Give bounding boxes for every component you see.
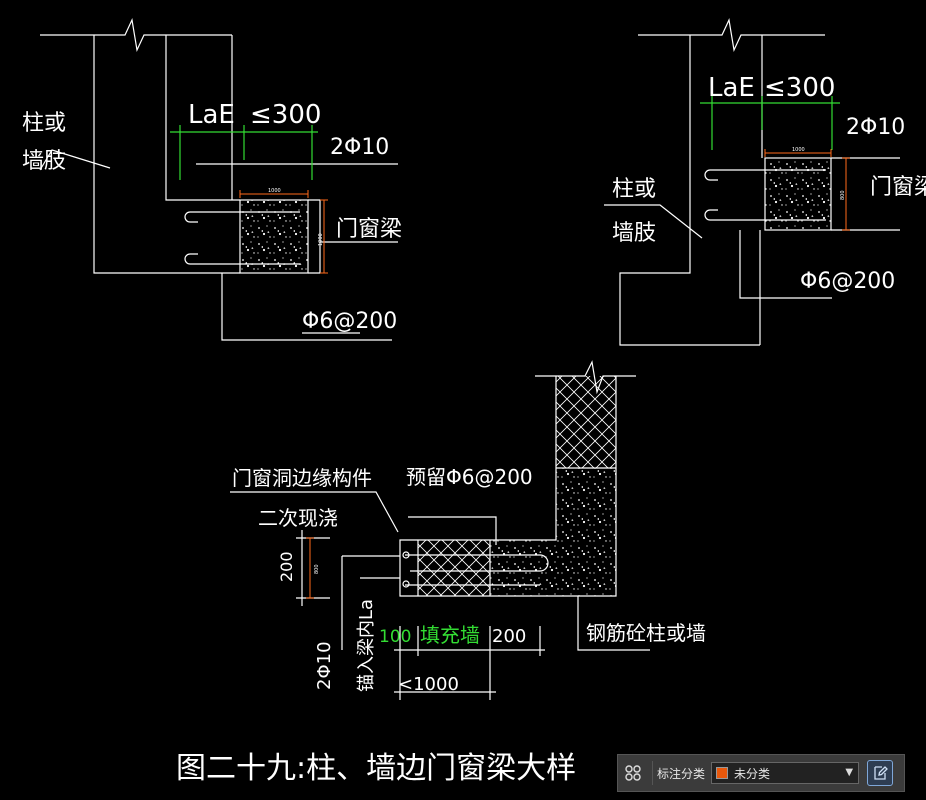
wall-outline — [93, 35, 240, 274]
rebar-bars — [710, 169, 826, 221]
infill-hatch-lower — [418, 540, 490, 596]
rebar-bars — [190, 211, 300, 265]
annotation-category-label: 标注分类 — [657, 766, 706, 781]
right-stirrup-label: Φ6@200 — [800, 269, 895, 294]
wall-inner-edge — [165, 35, 240, 201]
left-dimensions — [170, 125, 318, 180]
grid-icon[interactable] — [618, 755, 648, 791]
left-dim-lae: LaE — [188, 100, 235, 130]
chevron-down-icon: ▼ — [845, 767, 854, 778]
left-wall-label-1: 柱或 — [22, 111, 66, 136]
bottom-section-dims — [306, 537, 314, 599]
left-section-dims — [239, 190, 328, 274]
break-line — [638, 17, 825, 53]
right-wall-label-1: 柱或 — [612, 177, 656, 202]
leader-line — [39, 149, 111, 171]
rebar-vertical-label: 2Φ10 — [314, 641, 335, 690]
dim-100-label: 100 — [379, 627, 411, 647]
left-stirrup-label: Φ6@200 — [302, 309, 397, 334]
left-rebar-label: 2Φ10 — [330, 135, 389, 160]
leader-reserved — [408, 516, 497, 545]
detail-right — [604, 17, 900, 346]
dim-200-label: 200 — [492, 626, 526, 647]
left-wall-label-2: 墙肢 — [22, 149, 66, 174]
dim-800-vertical-label: 800 — [314, 564, 320, 574]
edit-icon[interactable] — [867, 760, 894, 786]
detail-bottom — [230, 360, 650, 700]
break-line — [40, 17, 232, 53]
infill-wall-label: 填充墙 — [420, 623, 480, 647]
annotation-category-select[interactable]: 未分类 ▼ — [711, 762, 860, 784]
right-section-height: 800 — [840, 190, 846, 200]
leader-line — [604, 204, 703, 239]
detail-left — [39, 17, 398, 341]
cast-later-label: 二次现浇 — [258, 506, 338, 530]
right-section-dims — [764, 149, 850, 231]
left-section-width: 1000 — [268, 188, 281, 194]
rebar-vertical-line — [341, 555, 400, 650]
dim-lines-bottom — [394, 626, 545, 700]
toolbar-divider — [652, 761, 653, 785]
leader-edge-member — [230, 491, 399, 533]
left-section-height: 1000 — [318, 233, 324, 246]
rc-column-label: 钢筋砼柱或墙 — [586, 621, 706, 645]
left-dim-max: ≤300 — [250, 100, 321, 130]
right-dim-max: ≤300 — [764, 73, 835, 103]
right-beam-label: 门窗梁 — [870, 175, 926, 200]
leader-rc — [577, 596, 650, 651]
annotation-toolbar: 标注分类 未分类 ▼ — [617, 754, 905, 792]
right-rebar-label: 2Φ10 — [846, 115, 905, 140]
category-select-value: 未分类 — [734, 766, 771, 781]
edge-member-label: 门窗洞边缘构件 — [232, 466, 372, 490]
right-dimensions — [700, 96, 840, 150]
dim-200-vertical-label: 200 — [277, 551, 296, 582]
dim-200-vertical — [296, 530, 330, 606]
infill-hatch-upper — [556, 376, 616, 468]
category-color-swatch — [716, 767, 729, 779]
right-wall-label-2: 墙肢 — [612, 221, 656, 246]
anchor-label: 锚入梁内La — [356, 599, 377, 692]
reserved-rebar-label: 预留Φ6@200 — [406, 465, 533, 489]
beam-outline — [221, 273, 392, 341]
dim-1000-label: <1000 — [398, 674, 459, 695]
wall-outline — [619, 35, 760, 346]
rc-column-fill — [490, 468, 616, 596]
right-dim-lae: LaE — [708, 73, 755, 103]
drawing-caption: 图二十九:柱、墙边门窗梁大样 — [176, 751, 576, 786]
left-beam-label: 门窗梁 — [336, 217, 402, 242]
reserved-rebar — [405, 554, 549, 572]
right-section-width: 1000 — [792, 147, 805, 153]
